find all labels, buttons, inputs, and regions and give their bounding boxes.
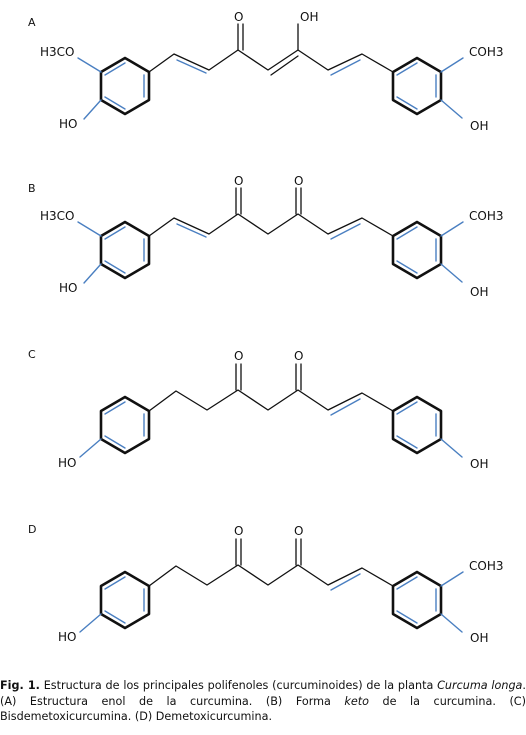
heptadienedione-chain [148,213,394,237]
right-hydroxyl-label: OH [470,119,488,133]
heptenedione-chain [148,389,394,412]
left-benzene-ring [99,395,151,455]
caption-text-3: de la curcumina. (C) Bisdemetoxicurcumin… [0,694,526,724]
enol-hydroxyl-label: OH [300,10,318,24]
ketone-oxygen-left-label: O [234,349,243,363]
panel-letter-d: D [28,523,36,536]
caption-keto: keto [344,694,369,708]
panel-letter-c: C [28,348,36,361]
figure-caption: Fig. 1. Estructura de los principales po… [0,678,526,725]
caption-label: Fig. 1. [0,679,40,692]
left-methoxy-label: H3CO [40,45,74,59]
structure-c-bisdemethoxy: C HO O O OH [28,348,488,471]
right-benzene-ring [391,56,443,116]
left-benzene-ring [99,570,151,630]
caption-species: Curcuma longa [437,679,523,692]
left-methoxy-label: H3CO [40,209,74,223]
ketone-oxygen-right-label: O [294,524,303,538]
right-benzene-ring [391,220,443,280]
ketone-oxygen-label: O [234,10,243,24]
left-hydroxyl-label: HO [58,630,76,644]
structure-a-enol: A H3CO HO O OH COH3 OH [28,10,503,133]
left-benzene-ring [99,220,151,280]
right-benzene-ring [391,395,443,455]
right-hydroxyl-label: OH [470,457,488,471]
right-methoxy-label: COH3 [469,45,503,59]
left-hydroxyl-label: HO [59,117,77,131]
panel-letter-a: A [28,16,36,29]
ketone-oxygen-left-label: O [234,174,243,188]
left-hydroxyl-label: HO [59,281,77,295]
right-methoxy-label: COH3 [469,559,503,573]
right-methoxy-label: COH3 [469,209,503,223]
ketone-oxygen-right-label: O [294,349,303,363]
caption-text-1: Estructura de los principales polifenole… [39,679,438,692]
right-hydroxyl-label: OH [470,631,488,645]
heptadienone-chain [148,49,394,73]
right-benzene-ring [391,570,443,630]
left-benzene-ring [99,56,151,116]
heptenedione-chain [148,564,394,587]
caption-text-2: . (A) Estructura enol de la curcumina. (… [0,679,526,708]
structure-d-demethoxy: D HO O O COH3 OH [28,523,503,645]
left-hydroxyl-label: HO [58,456,76,470]
curcuminoid-structures-figure: A H3CO HO O OH COH3 OH B [28,10,503,645]
ketone-oxygen-right-label: O [294,174,303,188]
structure-b-keto: B H3CO HO O O COH3 OH [28,174,503,299]
ketone-oxygen-left-label: O [234,524,243,538]
panel-letter-b: B [28,182,36,195]
right-hydroxyl-label: OH [470,285,488,299]
